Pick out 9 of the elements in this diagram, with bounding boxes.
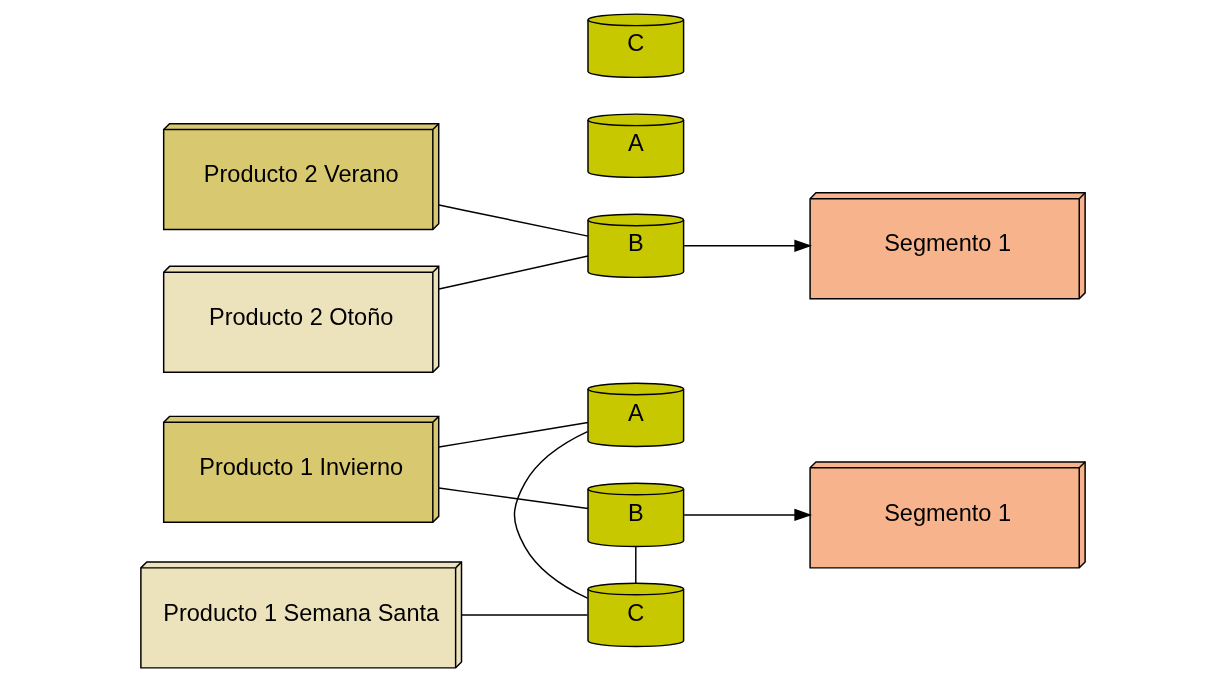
connector: [438, 421, 589, 448]
connector: [438, 255, 589, 290]
arrow: [683, 508, 812, 522]
arrow: [683, 239, 812, 252]
connector: [513, 430, 589, 599]
connector: [635, 546, 637, 584]
connector: [460, 614, 589, 616]
connector: [438, 204, 589, 237]
connector: [438, 487, 589, 510]
